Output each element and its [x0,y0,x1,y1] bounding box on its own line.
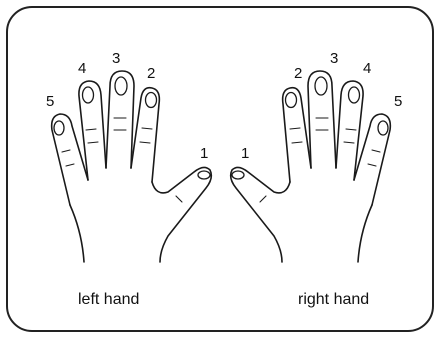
left-pinky-number: 5 [46,93,54,110]
left-middle-nail [115,77,127,95]
right-index-number: 2 [294,65,302,82]
left-middle-number: 3 [112,50,120,67]
left-index-nail [146,93,157,108]
left-hand-caption: left hand [78,291,139,308]
right-ring-nail [349,87,360,103]
left-ring-number: 4 [78,60,86,77]
right-pinky-number: 5 [394,93,402,110]
right-index-nail [286,93,297,108]
left-ring-nail [83,87,94,103]
left-thumb-nail [198,171,210,179]
right-middle-nail [315,77,327,95]
left-pinky-nail [54,121,64,135]
right-ring-number: 4 [363,60,371,77]
right-hand-caption: right hand [298,291,369,308]
left-index-number: 2 [147,65,155,82]
right-middle-number: 3 [330,50,338,67]
right-thumb-nail [232,171,244,179]
right-pinky-nail [378,121,388,135]
left-hand-drawing [52,71,212,262]
left-thumb-number: 1 [200,145,208,162]
right-thumb-number: 1 [241,145,249,162]
right-hand-drawing [231,71,391,262]
